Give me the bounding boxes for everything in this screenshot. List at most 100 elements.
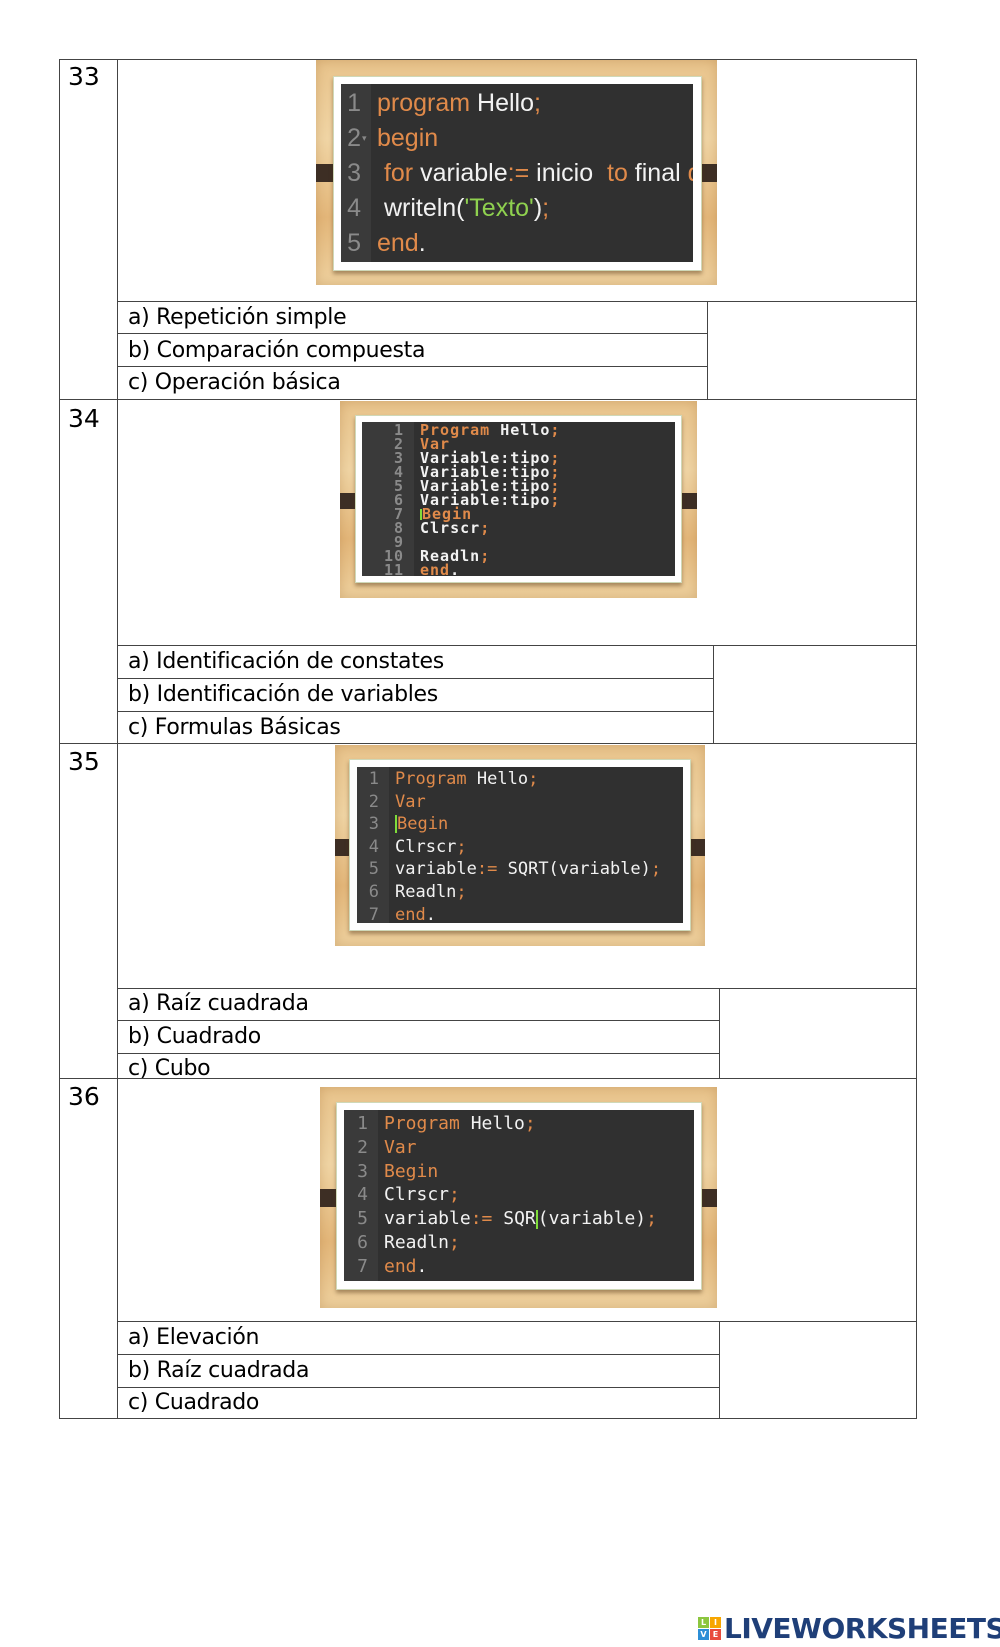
option-a[interactable]: a) Raíz cuadrada [128,991,309,1016]
code-text: Hello [470,89,535,117]
code-text: Readln [384,1232,450,1253]
code-keyword: := [507,159,530,187]
code-keyword: ; [456,882,467,902]
options-top-border [117,988,917,989]
answer-column-divider [719,1321,720,1418]
logo-text: LIVEWORKSHEETS [724,1612,1000,1645]
code-keyword: begin [377,124,439,152]
frame-peg [677,493,697,509]
option-b[interactable]: b) Comparación compuesta [128,338,426,363]
code-keyword: ; [550,463,561,481]
option-b[interactable]: b) Raíz cuadrada [128,1358,310,1383]
code-line: Variable:tipo; [420,491,561,509]
line-number: 7 [357,1255,368,1277]
code-line: program Hello; [377,86,541,121]
answer-column-divider [713,645,714,743]
line-number: 5 [347,229,361,257]
logo-letter: I [710,1617,721,1628]
code-keyword: Program [384,1113,460,1134]
line-number: 5 [393,477,404,495]
code-line: Program Hello; [420,422,561,439]
line-number: 5 [368,859,379,880]
answer-column-divider [707,301,708,399]
line-number: 9 [393,533,404,551]
code-keyword: ; [550,491,561,509]
code-keyword: Begin [397,814,449,835]
option-b[interactable]: b) Cuadrado [128,1024,261,1049]
code-text: variable [395,859,477,880]
option-b[interactable]: b) Identificación de variables [128,682,438,707]
option-divider [117,1053,719,1054]
text-cursor [420,508,422,521]
text-cursor [395,815,397,834]
code-text: SQR [492,1208,536,1230]
code-line: variable:= SQRT(variable); [395,858,661,881]
option-a[interactable]: a) Identificación de constates [128,649,444,674]
option-divider [117,1020,719,1021]
line-number: 6 [393,491,404,509]
code-line: Clrscr; [395,836,467,859]
line-number: 1 [393,422,404,439]
option-c[interactable]: c) Operación básica [128,370,341,395]
option-a[interactable]: a) Elevación [128,1325,260,1350]
code-line: Readln; [395,881,467,904]
line-number: 1 [347,89,361,117]
answer-box[interactable] [720,989,916,1078]
logo-letter: E [710,1629,721,1640]
code-line: Clrscr; [384,1183,460,1207]
code-text: . [418,229,426,257]
answer-box[interactable] [708,302,916,399]
code-keyword: end [384,1255,417,1277]
code-line: Var [395,791,426,814]
option-c[interactable]: c) Formulas Básicas [128,715,341,740]
code-keyword: Var [395,791,426,812]
option-divider [117,711,713,712]
code-keyword: ; [480,547,491,565]
line-number: 6 [368,882,379,902]
code-line: Readln; [384,1231,460,1255]
code-keyword: := [470,1208,493,1230]
question-number: 34 [68,404,100,433]
answer-box[interactable] [714,646,916,743]
code-keyword: ; [550,422,561,439]
code-keyword: ; [646,1208,657,1230]
code-keyword: Program [395,769,467,789]
line-number: 5 [357,1208,368,1230]
code-line: Variable:tipo; [420,449,561,467]
code-line: Begin [384,1160,438,1184]
code-text: Variable:tipo [420,463,551,481]
question-number: 35 [68,747,100,776]
code-keyword: for [383,159,414,187]
code-keyword: to [607,159,628,187]
option-c[interactable]: c) Cubo [128,1056,211,1081]
option-c[interactable]: c) Cuadrado [128,1390,260,1415]
code-keyword: ; [534,89,541,117]
fold-arrow-icon[interactable]: ▾ [362,132,367,143]
line-number: 2 [368,791,379,812]
line-number: 7 [368,904,379,923]
code-text: variable [384,1208,471,1230]
code-text: (variable) [537,1208,647,1230]
option-divider [117,333,707,334]
code-keyword: Begin [384,1160,439,1182]
answer-box[interactable] [720,1322,916,1418]
question-separator [59,743,917,744]
line-number: 4 [357,1184,368,1206]
code-keyword: end [395,904,426,923]
line-number: 11 [383,561,404,577]
liveworksheets-logo[interactable]: L I V E LIVEWORKSHEETS [698,1612,1000,1645]
code-keyword: ; [542,194,550,222]
question-separator [59,399,917,400]
option-divider [117,1387,719,1388]
option-a[interactable]: a) Repetición simple [128,305,347,330]
code-line: Readln; [420,547,491,565]
code-keyword: := [476,859,498,880]
code-keyword: ; [550,449,561,467]
code-text: final [627,159,688,187]
